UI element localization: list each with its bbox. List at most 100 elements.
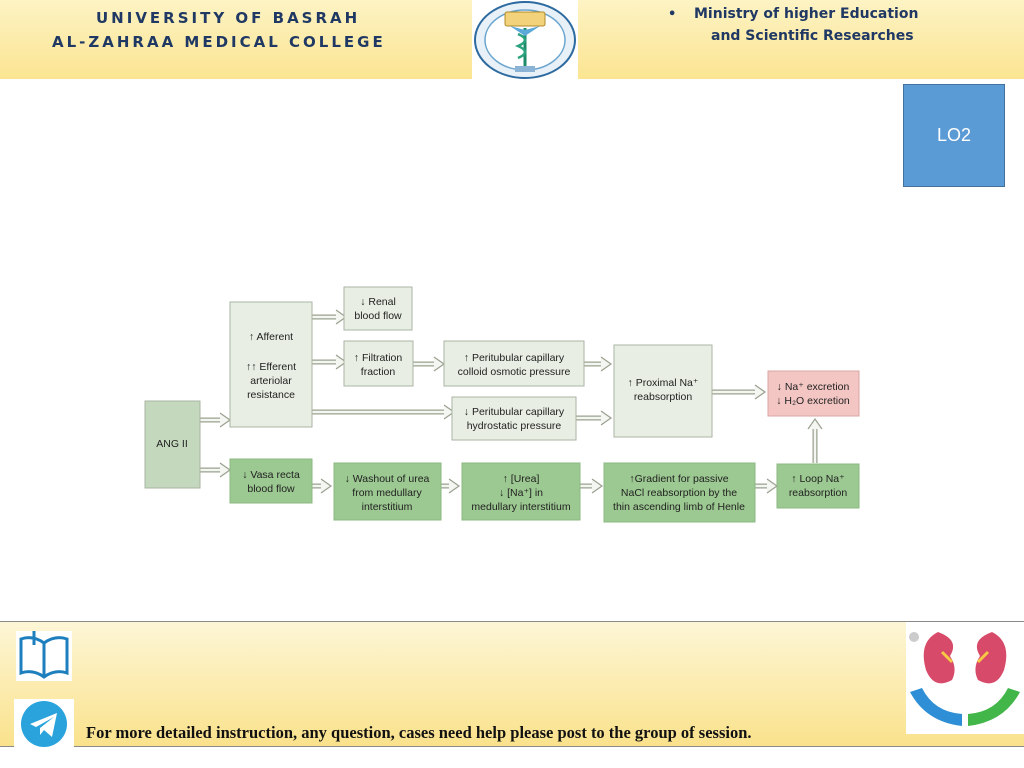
filtration-line-2: fraction: [361, 366, 396, 378]
header-banner-left: UNIVERSITY OF BASRAH AL-ZAHRAA MEDICAL C…: [0, 0, 472, 79]
svg-text:reabsorption: reabsorption: [789, 487, 848, 499]
loop-line-1: ↑ Loop Na⁺: [791, 473, 845, 485]
arrow-resist-renal: [312, 309, 348, 325]
pcop-line-1: ↑ Peritubular capillary: [464, 352, 565, 364]
urea-line-2: ↓ [Na⁺] in: [499, 487, 543, 499]
resistance-line-4: arteriolar: [250, 375, 292, 387]
university-name: UNIVERSITY OF BASRAH: [96, 9, 361, 27]
urea-line-3: medullary interstitium: [471, 501, 570, 513]
svg-text:fraction: fraction: [361, 366, 396, 378]
arrow-filtration-pcop: [413, 356, 446, 372]
phyd-line-1: ↓ Peritubular capillary: [464, 406, 565, 418]
college-seal-icon: [474, 1, 576, 79]
svg-text:interstitium: interstitium: [362, 501, 413, 513]
svg-text:↑ Afferent: ↑ Afferent: [249, 331, 293, 343]
node-excretion: ↓ Na⁺ excretion ↓ H₂O excretion: [767, 370, 860, 417]
node-resistance: ↑ Afferent ↑↑ Efferent arteriolar resist…: [229, 301, 313, 428]
telegram-icon[interactable]: [14, 699, 74, 749]
proximal-line-2: reabsorption: [634, 391, 693, 403]
college-name: AL-ZAHRAA MEDICAL COLLEGE: [52, 33, 386, 51]
loop-line-2: reabsorption: [789, 487, 848, 499]
svg-text:↓ [Na⁺] in: ↓ [Na⁺] in: [499, 487, 543, 499]
node-gradient: ↑Gradient for passive NaCl reabsorption …: [603, 462, 756, 523]
node-phyd: ↓ Peritubular capillary hydrostatic pres…: [451, 396, 577, 441]
urea-line-1: ↑ [Urea]: [503, 473, 540, 485]
svg-text:↓ Vasa recta: ↓ Vasa recta: [242, 469, 300, 481]
arrow-urea-gradient: [580, 478, 604, 494]
svg-text:↓ Renal: ↓ Renal: [360, 296, 396, 308]
node-urea: ↑ [Urea] ↓ [Na⁺] in medullary interstiti…: [461, 462, 581, 521]
lo-badge: LO2: [903, 84, 1005, 187]
arrow-phyd-proximal: [576, 410, 613, 426]
node-loop: ↑ Loop Na⁺ reabsorption: [776, 463, 860, 509]
svg-text:thin ascending limb of Henle: thin ascending limb of Henle: [613, 501, 745, 513]
svg-text:↑ [Urea]: ↑ [Urea]: [503, 473, 540, 485]
svg-text:↓ Peritubular capillary: ↓ Peritubular capillary: [464, 406, 565, 418]
proximal-line-1: ↑ Proximal Na⁺: [628, 377, 699, 389]
arrow-resist-phyd: [312, 404, 456, 420]
svg-text:↑Gradient for passive: ↑Gradient for passive: [629, 473, 728, 485]
header-banner-right: [578, 0, 1024, 79]
svg-text:reabsorption: reabsorption: [634, 391, 693, 403]
footer-banner: [0, 621, 1024, 749]
washout-line-1: ↓ Washout of urea: [345, 473, 430, 485]
node-renal: ↓ Renal blood flow: [343, 286, 413, 331]
college-logo: [472, 0, 578, 79]
node-ang-label: ANG II: [156, 438, 188, 450]
arrow-vasa-washout: [312, 478, 333, 494]
resistance-line-1: ↑ Afferent: [249, 331, 293, 343]
washout-line-3: interstitium: [362, 501, 413, 513]
svg-text:blood flow: blood flow: [354, 310, 402, 322]
pcop-line-2: colloid osmotic pressure: [458, 366, 571, 378]
ministry-title: Ministry of higher Education: [694, 6, 919, 22]
renal-line-1: ↓ Renal: [360, 296, 396, 308]
node-ang: ANG II: [144, 400, 201, 489]
gradient-line-1: ↑Gradient for passive: [629, 473, 728, 485]
svg-text:↑ Filtration: ↑ Filtration: [354, 352, 403, 364]
ministry-bullet: •: [668, 7, 677, 22]
svg-text:↑ Proximal Na⁺: ↑ Proximal Na⁺: [628, 377, 699, 389]
washout-line-2: from medullary: [352, 487, 422, 499]
svg-text:blood flow: blood flow: [247, 483, 295, 495]
node-vasa: ↓ Vasa recta blood flow: [229, 458, 313, 504]
renal-line-2: blood flow: [354, 310, 402, 322]
svg-text:from medullary: from medullary: [352, 487, 422, 499]
gradient-line-2: NaCl reabsorption by the: [621, 487, 737, 499]
svg-text:↑↑ Efferent: ↑↑ Efferent: [246, 361, 296, 373]
svg-text:↓ Washout of urea: ↓ Washout of urea: [345, 473, 430, 485]
svg-text:↓ Na⁺ excretion: ↓ Na⁺ excretion: [777, 381, 850, 393]
excretion-line-1: ↓ Na⁺ excretion: [777, 381, 850, 393]
arrow-gradient-loop: [755, 478, 779, 494]
kidney-hands-icon: [906, 622, 1024, 734]
svg-text:arteriolar: arteriolar: [250, 375, 292, 387]
svg-text:colloid osmotic pressure: colloid osmotic pressure: [458, 366, 571, 378]
ministry-subtitle: and Scientific Researches: [711, 28, 914, 44]
vasa-line-1: ↓ Vasa recta: [242, 469, 300, 481]
arrow-ang-resist: [200, 412, 232, 428]
arrow-loop-excretion: [807, 417, 823, 463]
svg-text:↑ Peritubular capillary: ↑ Peritubular capillary: [464, 352, 565, 364]
svg-text:↓ H₂O excretion: ↓ H₂O excretion: [776, 395, 850, 407]
phyd-line-2: hydrostatic pressure: [467, 420, 562, 432]
book-icon[interactable]: [14, 629, 74, 683]
footer-instruction-text: For more detailed instruction, any quest…: [86, 723, 752, 742]
node-proximal: ↑ Proximal Na⁺ reabsorption: [613, 344, 713, 438]
svg-text:hydrostatic pressure: hydrostatic pressure: [467, 420, 562, 432]
gradient-line-3: thin ascending limb of Henle: [613, 501, 745, 513]
filtration-line-1: ↑ Filtration: [354, 352, 403, 364]
arrow-washout-urea: [441, 478, 461, 494]
excretion-line-2: ↓ H₂O excretion: [776, 395, 850, 407]
resistance-line-3: ↑↑ Efferent: [246, 361, 296, 373]
arrow-resist-filtration: [312, 354, 348, 370]
node-washout: ↓ Washout of urea from medullary interst…: [333, 462, 442, 521]
node-pcop: ↑ Peritubular capillary colloid osmotic …: [443, 340, 585, 387]
arrow-pcop-proximal: [584, 356, 613, 372]
svg-text:medullary interstitium: medullary interstitium: [471, 501, 570, 513]
node-filtration: ↑ Filtration fraction: [343, 340, 414, 387]
svg-text:resistance: resistance: [247, 389, 295, 401]
lo-badge-label: LO2: [936, 125, 972, 145]
resistance-line-5: resistance: [247, 389, 295, 401]
arrow-ang-vasa: [200, 462, 232, 478]
arrow-proximal-excretion: [712, 384, 767, 400]
